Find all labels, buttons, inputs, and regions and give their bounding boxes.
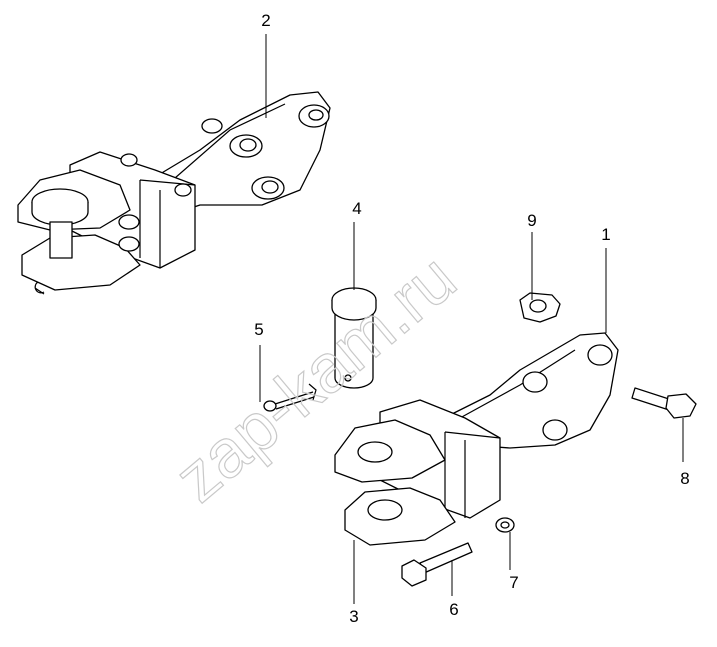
callout-1: 1 bbox=[601, 225, 610, 244]
assembly-2-hitch-assembled bbox=[17, 91, 331, 295]
part-7-washer bbox=[495, 517, 515, 533]
assembly-2-nut-a bbox=[229, 134, 263, 158]
part-8-bolt bbox=[631, 387, 697, 419]
assembly-2-nut-c bbox=[298, 104, 330, 128]
leader-lines bbox=[259, 34, 684, 604]
part-3-hitch-body bbox=[334, 399, 501, 546]
callout-8: 8 bbox=[680, 469, 689, 488]
part-1-bracket bbox=[439, 332, 619, 449]
callout-9: 9 bbox=[527, 211, 536, 230]
callout-4: 4 bbox=[352, 199, 361, 218]
callout-5: 5 bbox=[254, 320, 263, 339]
assembly-2-bolt-heads bbox=[118, 118, 223, 252]
callout-3: 3 bbox=[349, 607, 358, 626]
part-1-hole-middle bbox=[522, 371, 548, 393]
callout-6: 6 bbox=[449, 600, 458, 619]
callout-7: 7 bbox=[509, 573, 518, 592]
callout-numbers: 1 2 3 4 5 6 7 8 9 bbox=[254, 11, 689, 626]
part-9-nut bbox=[519, 292, 561, 323]
part-5-split-pin bbox=[263, 383, 317, 412]
assembly-2-nut-b bbox=[251, 176, 285, 200]
part-6-bolt bbox=[401, 542, 473, 587]
part-1-hole-bottom bbox=[542, 419, 568, 441]
part-4-pin bbox=[331, 287, 377, 389]
callout-2: 2 bbox=[261, 11, 270, 30]
part-3-lower-jaw bbox=[344, 487, 456, 546]
part-1-hole-top bbox=[587, 344, 613, 366]
